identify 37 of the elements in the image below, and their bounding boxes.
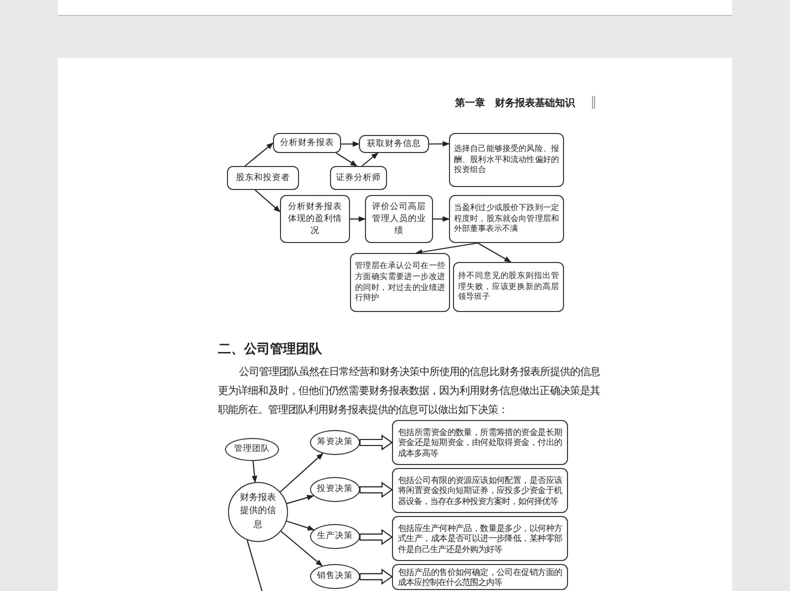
arrow (477, 242, 512, 262)
process-box: 包括公司有限的资源应该如何配置，是否应该将闲置资金投向短期证券，应投多少资金于机器设备，当存在多种投资方案时，如何择优等 (392, 468, 568, 513)
block-arrow (359, 529, 393, 546)
chapter-header: 第一章 财务报表基础知识 (455, 96, 575, 110)
arrow (336, 152, 358, 166)
process-box: 包括产品的售价如何确定，公司在促销方面的成本应控制在什么范围之内等 (392, 564, 568, 590)
arrow (429, 141, 450, 147)
arrow (280, 530, 323, 566)
process-box: 获取财务信息 (359, 135, 429, 153)
process-box: 证券分析师 (330, 166, 387, 190)
arrow (433, 216, 450, 222)
arrow (280, 452, 324, 492)
arrow (341, 141, 360, 147)
section-heading: 二、公司管理团队 (218, 341, 322, 358)
process-box: 当盈利过少或股价下跌到一定程度时，股东就会向管理层和外部董事表示不满 (449, 195, 564, 243)
body-paragraph: 公司管理团队虽然在日常经营和财务决策中所使用的信息比财务报表所提供的信息更为详细和及时，但他们仍然需要财务报表数据，因为利用财务信息做出正确决策是其职能所在。管理团队利用财务报表提供的信息可以做出如下决策： (218, 365, 600, 418)
connector-line (246, 540, 263, 591)
arrow (415, 242, 478, 255)
arrow (286, 494, 314, 504)
process-box: 评价公司高层管理人员的业绩 (365, 195, 433, 243)
block-arrow (359, 434, 393, 451)
arrow (254, 190, 281, 212)
process-box: 分析财务报表体现的盈利情况 (280, 195, 350, 243)
block-arrow (359, 482, 393, 498)
process-box: 持不同意见的股东则指出管理失败，应该更换新的高层领导班子 (453, 262, 564, 312)
block-arrow (359, 568, 393, 585)
arrow (244, 142, 274, 166)
arrow (286, 520, 315, 531)
process-box: 股东和投资者 (227, 166, 299, 190)
process-box: 包括所需资金的数量，所需筹措的资金是长期资金还是短期资金，由何处取得资金，付出的成本多高等 (392, 420, 568, 465)
process-box: 分析财务报表 (273, 133, 341, 153)
arrow (252, 460, 258, 483)
arrow (350, 216, 366, 222)
arrow (362, 152, 378, 166)
process-box: 管理层在承认公司在一些方面确实需要进一步改进的同时，对过去的业绩进行辩护 (350, 253, 450, 312)
process-box: 包括应生产何种产品，数量是多少，以何种方式生产，成本是否可以进一步降低，某种零部件是自己生产还是外购为好等 (392, 516, 568, 561)
process-box: 选择自己能够接受的风险、报酬、股利水平和流动性偏好的投资组合 (449, 133, 564, 187)
